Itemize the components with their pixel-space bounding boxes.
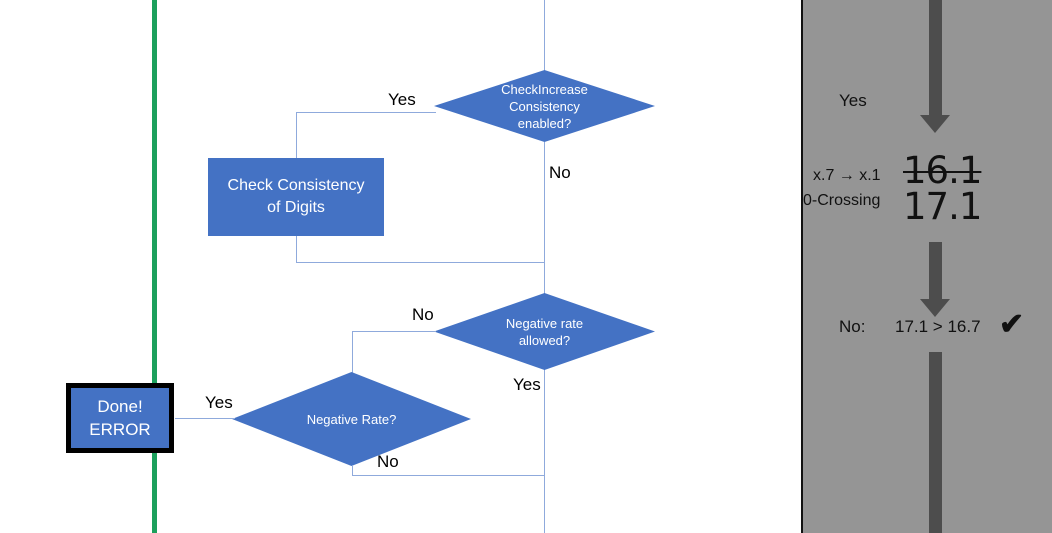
decision-label: Negative Rate?	[232, 372, 471, 466]
connector-d3-no-vertical	[352, 466, 353, 476]
panel-note-line2: 0-Crossing	[803, 192, 881, 209]
panel-note-line1: x.7 → x.1	[813, 167, 881, 184]
connector-process-exit-horizontal	[296, 262, 545, 263]
edge-label-yes-mid: Yes	[513, 375, 541, 394]
connector-d2-no-horizontal	[352, 331, 436, 332]
panel-value-current: 17.1	[903, 185, 982, 228]
decision-label: CheckIncrease Consistency enabled?	[434, 70, 655, 142]
decision-label-line1: Negative rate	[505, 315, 584, 331]
process-label: Check Consistency of Digits	[228, 175, 365, 219]
panel-yes-label: Yes	[839, 91, 867, 110]
terminal-done-error[interactable]: Done! ERROR	[66, 383, 174, 453]
green-divider-line	[152, 0, 157, 533]
edge-label-yes-top: Yes	[388, 90, 416, 109]
edge-label-no-top: No	[549, 163, 571, 182]
panel-value-struck: 16.1	[903, 149, 982, 192]
process-check-consistency-of-digits[interactable]: Check Consistency of Digits	[208, 158, 384, 236]
connector-d1-yes-vertical	[296, 112, 297, 159]
decision-negative-rate-allowed[interactable]: Negative rate allowed?	[434, 293, 655, 370]
terminal-label-line1: Done!	[97, 397, 143, 416]
decision-label: Negative rate allowed?	[434, 293, 655, 370]
down-arrow-3-shaft	[929, 352, 942, 533]
terminal-label-line2: ERROR	[89, 420, 151, 439]
down-arrow-2-head	[920, 299, 950, 317]
decision-negative-rate[interactable]: Negative Rate?	[232, 372, 471, 466]
connector-process-exit-vertical	[296, 236, 297, 262]
connector-d3-no-horizontal	[352, 475, 545, 476]
check-mark-icon: ✔	[999, 308, 1025, 341]
edge-label-no-mid: No	[412, 305, 434, 324]
decision-label-line1: Negative Rate?	[306, 411, 397, 427]
connector-d2-no-vertical	[352, 331, 353, 373]
annotation-panel: Yes x.7 → x.1 0-Crossing 16.1 17.1 No: 1…	[801, 0, 1052, 533]
connector-spine-top	[544, 0, 545, 85]
process-label-line1: Check Consistency	[227, 177, 365, 194]
down-arrow-1-shaft	[929, 0, 942, 115]
process-label-line2: of Digits	[267, 199, 325, 216]
decision-label-line2: allowed?	[518, 332, 571, 348]
decision-label-line1: CheckIncrease	[501, 81, 588, 97]
panel-result-prefix: No:	[839, 317, 866, 336]
edge-label-yes-left: Yes	[205, 393, 233, 412]
decision-label-line3: enabled?	[517, 115, 572, 131]
decision-check-increase-consistency[interactable]: CheckIncrease Consistency enabled?	[434, 70, 655, 142]
down-arrow-2-shaft	[929, 242, 942, 300]
decision-label-line2: Consistency	[509, 98, 580, 114]
connector-spine-d2-to-bottom	[544, 357, 545, 533]
panel-result-comparison: 17.1 > 16.7	[895, 317, 981, 336]
edge-label-no-bottom: No	[377, 452, 399, 471]
down-arrow-1-head	[920, 115, 950, 133]
connector-d3-yes-horizontal	[175, 418, 235, 419]
connector-spine-d1-to-d2	[544, 142, 545, 305]
connector-d1-yes-horizontal	[296, 112, 436, 113]
